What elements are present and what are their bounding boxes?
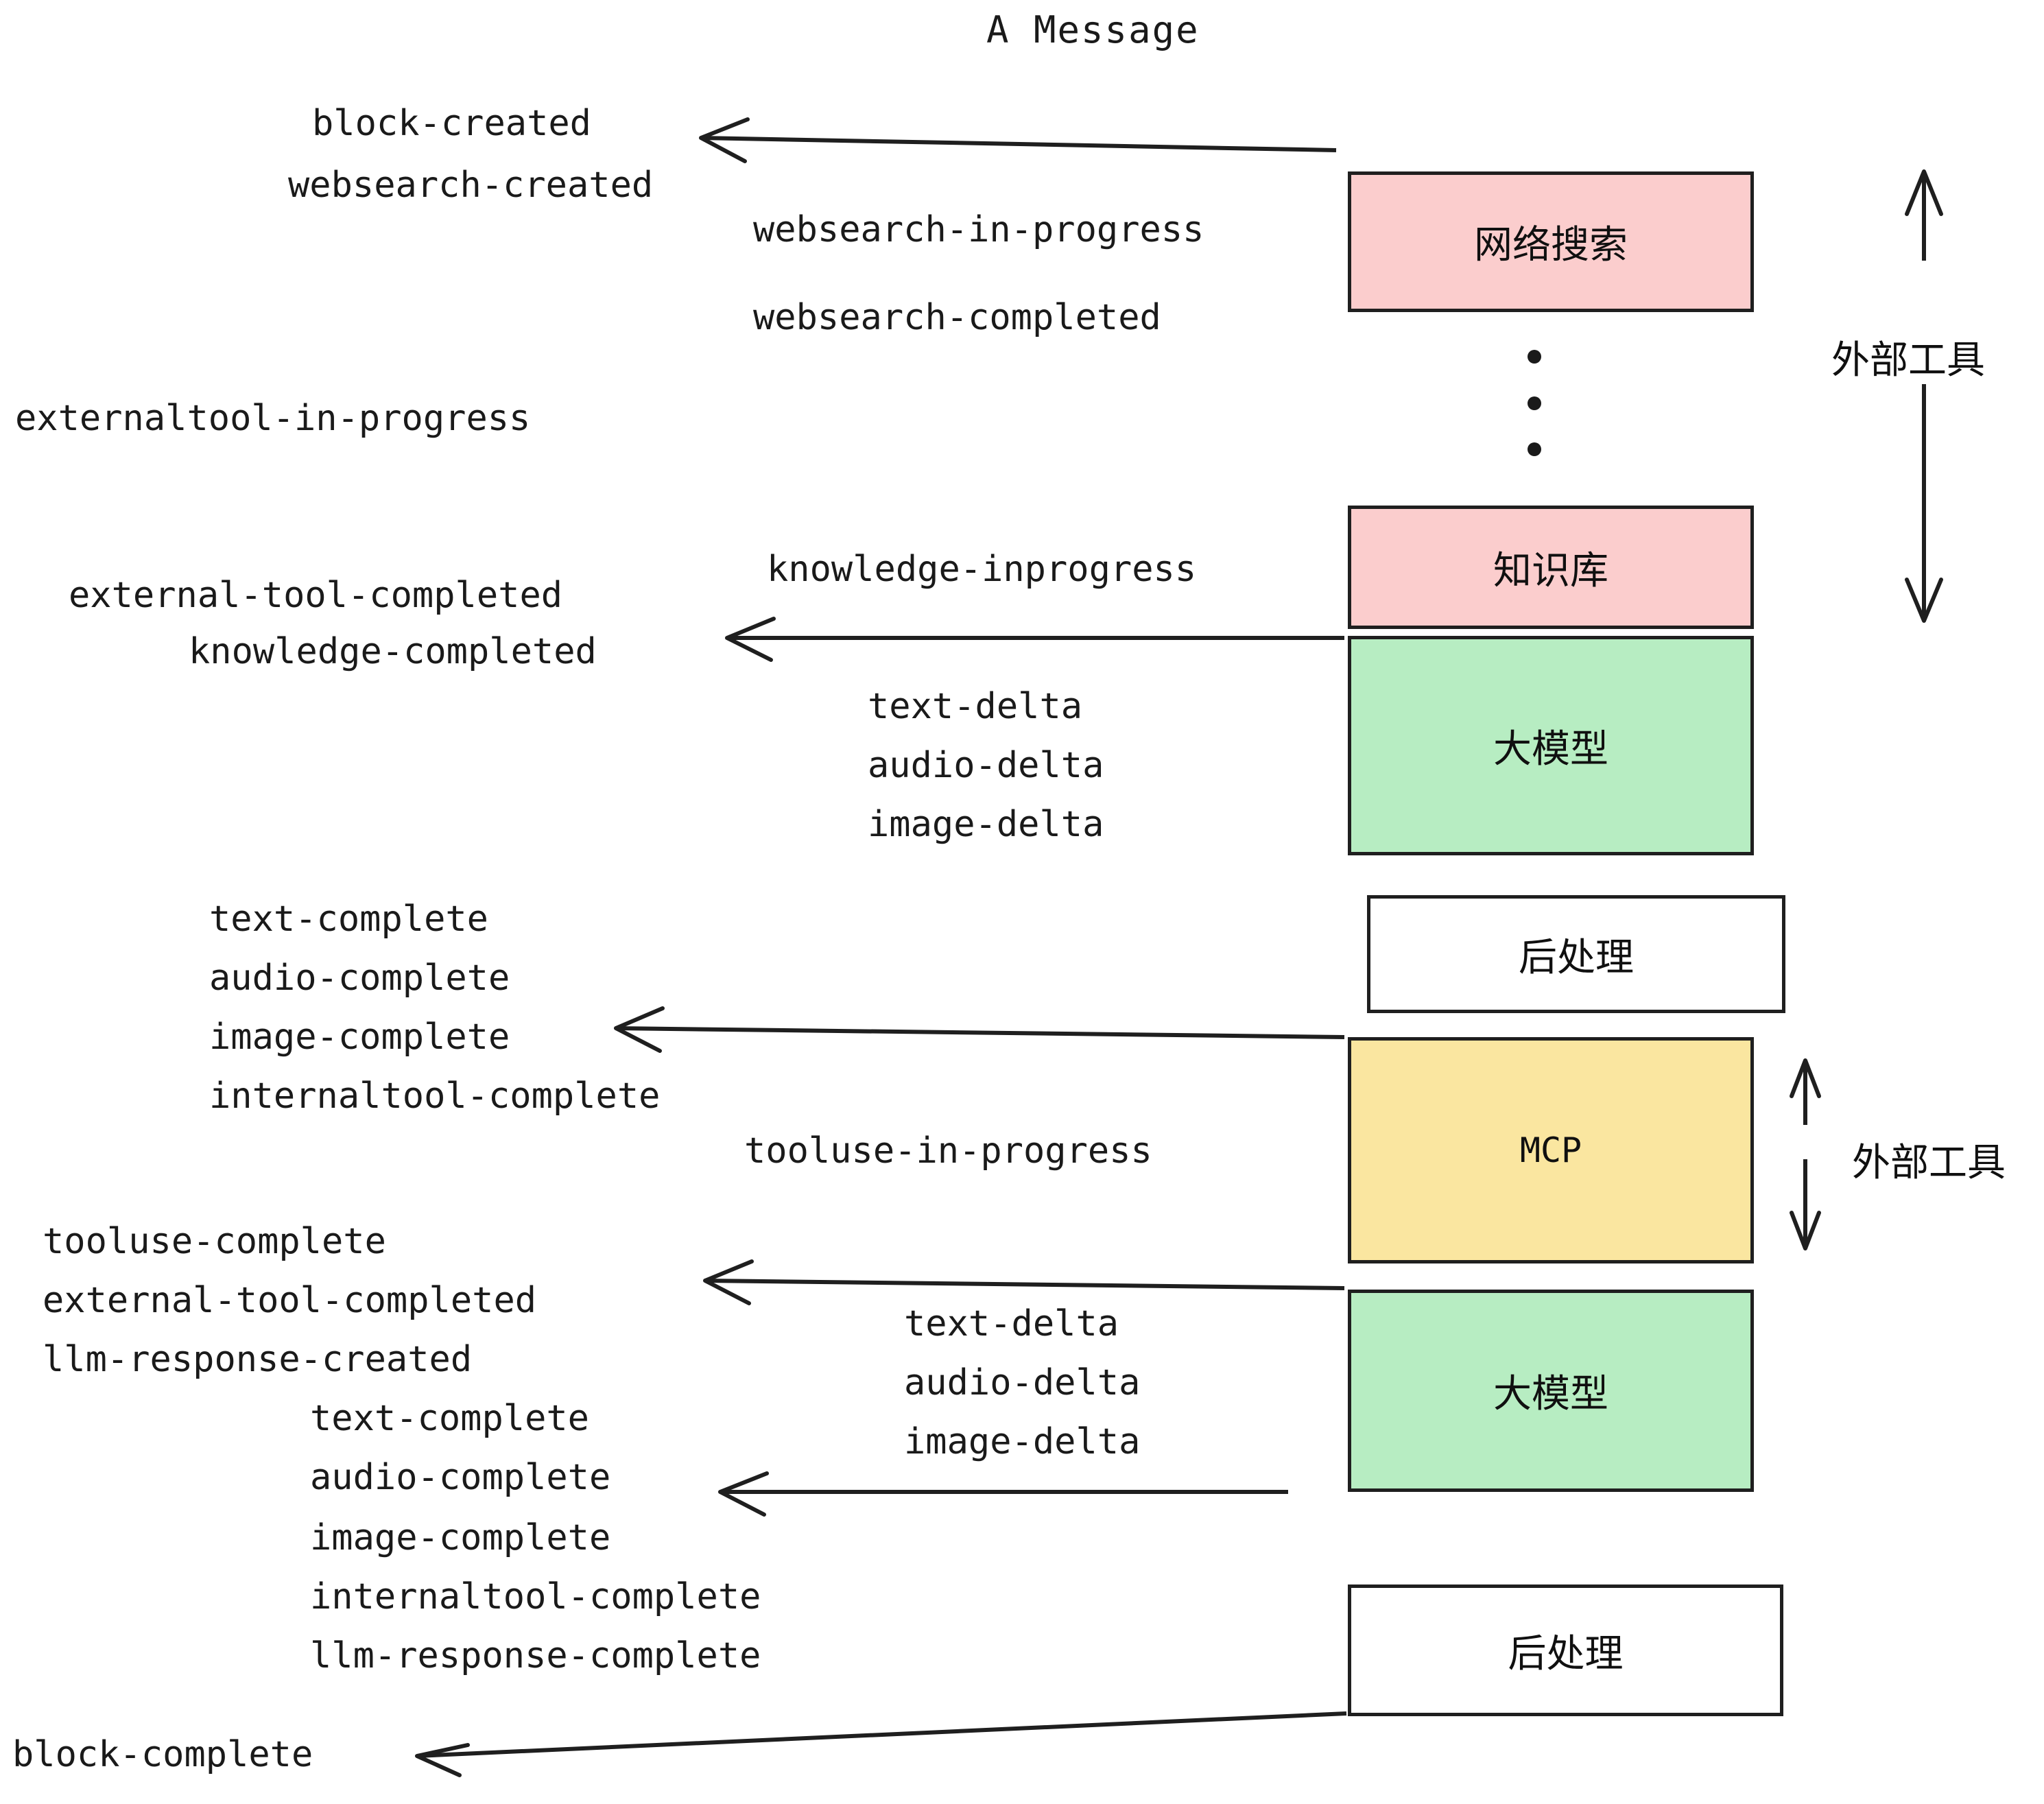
event-label-llm-response-complete: llm-response-complete: [310, 1635, 761, 1676]
ellipsis-dot: [1528, 396, 1541, 410]
node-llm-second[interactable]: 大模型: [1348, 1290, 1754, 1492]
event-label-external-tool-completed-1: external-tool-completed: [69, 575, 563, 616]
event-label-knowledge-completed: knowledge-completed: [189, 631, 597, 672]
vertical-ellipsis-icon: [1527, 350, 1542, 456]
event-label-tooluse-in-progress: tooluse-in-progress: [744, 1130, 1152, 1172]
node-mcp[interactable]: MCP: [1348, 1037, 1754, 1263]
node-postprocessing-second[interactable]: 后处理: [1348, 1585, 1783, 1716]
ellipsis-dot: [1528, 350, 1541, 364]
node-llm-first[interactable]: 大模型: [1348, 636, 1754, 855]
event-label-text-delta-2: text-delta: [904, 1303, 1119, 1344]
node-knowledge[interactable]: 知识库: [1348, 506, 1754, 629]
event-label-websearch-in-progress: websearch-in-progress: [753, 209, 1204, 250]
arrow-mcp-to-image-complete: [614, 1006, 1345, 1053]
event-label-image-delta-2: image-delta: [904, 1421, 1141, 1462]
event-label-internaltool-complete-2: internaltool-complete: [310, 1576, 761, 1617]
event-label-image-delta-1: image-delta: [868, 804, 1104, 845]
page-title: A Message: [986, 8, 1200, 51]
event-label-external-tool-completed-2: external-tool-completed: [43, 1280, 537, 1321]
event-label-llm-response-created: llm-response-created: [43, 1339, 473, 1380]
event-label-audio-delta-1: audio-delta: [868, 745, 1104, 786]
ellipsis-dot: [1528, 442, 1541, 456]
side-label-external-tools-top: 外部工具: [1831, 338, 1985, 383]
event-label-audio-complete-2: audio-complete: [310, 1457, 611, 1498]
event-label-audio-complete-1: audio-complete: [209, 958, 510, 999]
arrow-websearch-to-created: [699, 117, 1337, 163]
event-label-tooluse-complete: tooluse-complete: [43, 1221, 386, 1262]
side-label-external-tools-bottom: 外部工具: [1852, 1141, 2006, 1185]
arrow-llm-to-tooluse-complete: [703, 1259, 1345, 1305]
event-label-image-complete-2: image-complete: [310, 1517, 611, 1558]
node-postprocessing-first[interactable]: 后处理: [1367, 895, 1785, 1013]
event-label-image-complete-1: image-complete: [209, 1017, 510, 1058]
event-label-websearch-created: websearch-created: [288, 165, 654, 206]
double-arrow-external-tools-top: [1905, 169, 1943, 623]
event-label-internaltool-complete-1: internaltool-complete: [209, 1076, 661, 1117]
event-label-externaltool-in-progress: externaltool-in-progress: [15, 398, 531, 439]
arrow-postprocessing-to-block-complete: [415, 1711, 1347, 1777]
event-label-text-delta-1: text-delta: [868, 686, 1083, 727]
event-label-block-complete: block-complete: [12, 1734, 313, 1775]
event-label-block-created: block-created: [312, 103, 591, 144]
event-label-knowledge-inprogress: knowledge-inprogress: [767, 549, 1197, 590]
event-label-text-complete-1: text-complete: [209, 899, 488, 940]
event-label-websearch-completed: websearch-completed: [753, 297, 1161, 338]
event-label-audio-delta-2: audio-delta: [904, 1362, 1141, 1403]
arrow-knowledge-to-completed: [725, 617, 1344, 662]
double-arrow-external-tools-bottom: [1790, 1058, 1821, 1250]
arrow-llm-to-audio-complete: [718, 1471, 1288, 1517]
node-websearch[interactable]: 网络搜索: [1348, 171, 1754, 312]
event-label-text-complete-2: text-complete: [310, 1398, 589, 1439]
